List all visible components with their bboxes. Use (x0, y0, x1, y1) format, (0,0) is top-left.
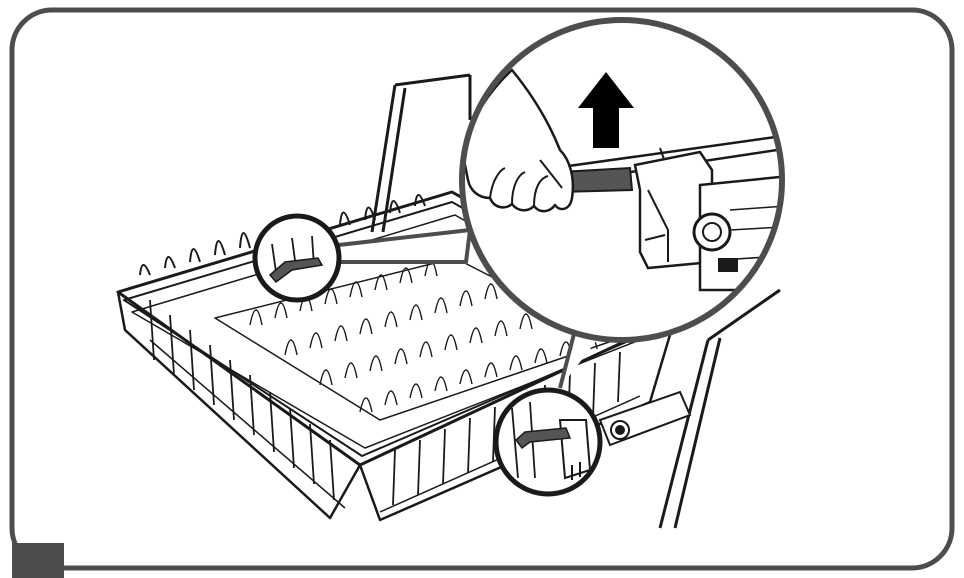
callout-circle-left (252, 213, 342, 303)
back-tines (139, 194, 426, 276)
hand-icon (462, 68, 575, 213)
arrow-up-icon (578, 72, 634, 148)
zoom-detail (459, 17, 785, 343)
latch-icon (514, 427, 572, 450)
callout-circle-right (493, 387, 603, 497)
tub-frame (370, 73, 781, 529)
basket-rail (598, 390, 692, 447)
side-tines (149, 299, 335, 501)
outer-frame (9, 7, 955, 571)
latch-icon (268, 257, 324, 284)
